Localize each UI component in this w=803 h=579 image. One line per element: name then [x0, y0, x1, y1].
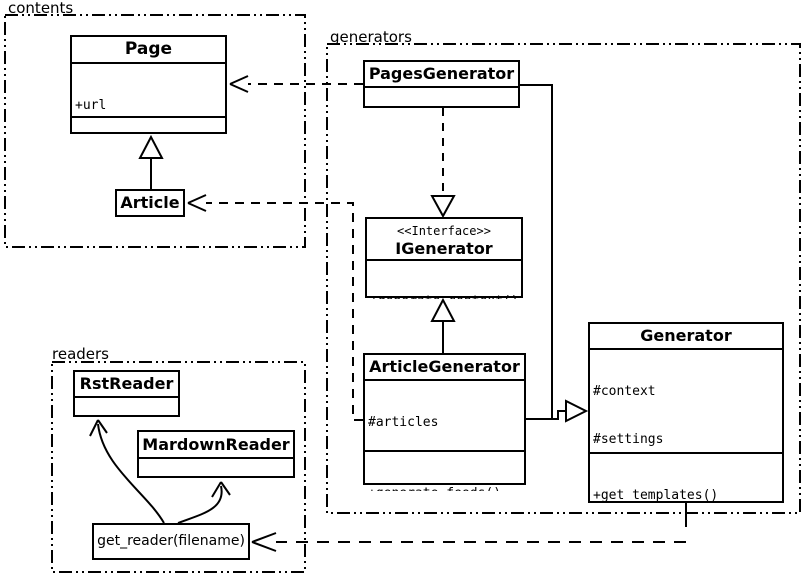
inheritance-arrow-articlegenerator-to-generator [526, 399, 589, 423]
generator-attribute: #settings [593, 432, 664, 447]
class-title: Generator [640, 326, 732, 345]
dependency-arrow-pagesgenerator-to-page [229, 75, 363, 93]
generator-methods: +get_templates() +get_files(path,exclude… [590, 452, 782, 509]
inheritance-arrow-articlegenerator-to-igenerator [430, 297, 456, 353]
package-label-generators: generators [330, 28, 412, 46]
class-title: PagesGenerator [368, 64, 515, 83]
realization-arrow-pagesgenerator-to-igenerator [430, 108, 456, 219]
package-contents-border [4, 14, 306, 248]
inheritance-arrow-article-to-page [138, 134, 164, 189]
igenerator-method: +generate_context() [370, 294, 519, 299]
class-title: Article [120, 193, 180, 212]
class-title: RstReader [79, 374, 174, 393]
class-page: Page +url +slug +summary +check_properti… [70, 35, 227, 134]
class-mardown-reader: MardownReader +read() [137, 430, 295, 478]
package-generators-border [326, 43, 801, 514]
inheritance-line-pagesgenerator-to-generator [520, 84, 553, 419]
class-generator: Generator #context #settings #path #them… [588, 322, 784, 503]
page-methods: +check_properties() [72, 116, 225, 143]
function-label: get_reader(filename) [97, 533, 245, 549]
articlegenerator-method: +generate_feeds() [368, 486, 522, 491]
class-title: ArticleGenerator [369, 357, 520, 376]
mardownreader-methods: +read() [139, 457, 293, 479]
igenerator-methods: +generate_context() +generate_output() [367, 259, 521, 299]
class-igenerator: <<Interface>> IGenerator +generate_conte… [365, 217, 523, 299]
package-label-contents: contents [8, 0, 74, 17]
page-attributes: +url +slug +summary [72, 62, 225, 116]
dependency-arrow-generator-to-getreader [251, 503, 687, 552]
generator-attribute: #context [593, 384, 656, 399]
generator-attributes: #context #settings #path #theme #output_… [590, 348, 782, 452]
class-article-generator: ArticleGenerator #articles #dates #tags … [363, 353, 526, 491]
call-arrow-getreader-to-rstreader [89, 419, 165, 524]
page-attribute: +url [75, 98, 107, 113]
class-title: Page [124, 39, 173, 59]
class-title: MardownReader [142, 435, 290, 454]
class-pages-generator: PagesGenerator #pages [363, 60, 520, 108]
rstreader-methods: +read() [75, 396, 178, 418]
articlegenerator-attribute: #articles [368, 415, 439, 430]
articlegenerator-methods: +generate_feeds() +generate_pages() [365, 450, 524, 491]
function-get-reader: get_reader(filename) [92, 523, 250, 560]
igenerator-header: <<Interface>> IGenerator [367, 219, 521, 259]
package-label-readers: readers [52, 345, 109, 363]
class-title: IGenerator [395, 239, 493, 258]
call-arrow-getreader-to-mardownreader [177, 481, 231, 524]
class-rst-reader: RstReader +read() [73, 370, 180, 417]
pagesgenerator-attributes: #pages [365, 86, 518, 109]
articlegenerator-attributes: #articles #dates #tags #categories [365, 379, 524, 450]
dependency-arrow-articlegenerator-to-article [187, 194, 363, 421]
interface-stereotype: <<Interface>> [397, 224, 491, 238]
generator-method: +get_templates() [593, 488, 719, 503]
class-article: Article [115, 189, 185, 217]
package-readers-border [51, 361, 306, 573]
